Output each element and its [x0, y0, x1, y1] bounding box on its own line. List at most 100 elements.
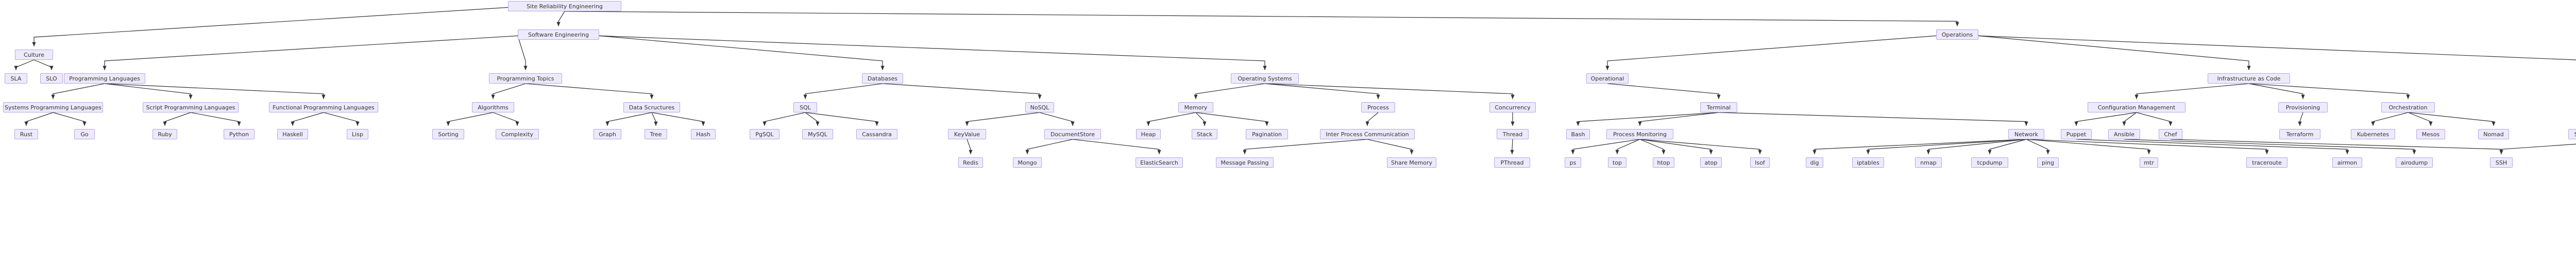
tree-node-ipc[interactable]: Inter Process Communication [1320, 129, 1415, 139]
tree-node-dig[interactable]: dig [1806, 157, 1823, 168]
tree-node-datastruct[interactable]: Data Scructures [623, 102, 680, 112]
tree-node-ping[interactable]: ping [2037, 157, 2059, 168]
tree-node-lisp[interactable]: Lisp [347, 129, 368, 139]
tree-node-kubernetes[interactable]: Kubernetes [2351, 129, 2395, 139]
tree-node-mysql[interactable]: MySQL [802, 129, 833, 139]
tree-node-label: Bash [1571, 131, 1585, 138]
tree-node-python[interactable]: Python [224, 129, 255, 139]
tree-node-tcpdump[interactable]: tcpdump [1971, 157, 2008, 168]
tree-node-nomad[interactable]: Nomad [2478, 129, 2509, 139]
tree-node-lsof[interactable]: lsof [1750, 157, 1770, 168]
tree-node-hash[interactable]: Hash [691, 129, 716, 139]
tree-node-tree[interactable]: Tree [645, 129, 667, 139]
tree-node-pgsql[interactable]: PgSQL [750, 129, 779, 139]
tree-node-pagination[interactable]: Pagination [1246, 129, 1288, 139]
tree-node-concurrency[interactable]: Concurrency [1489, 102, 1536, 112]
tree-node-databases[interactable]: Databases [862, 73, 903, 84]
tree-node-label: Culture [23, 51, 45, 58]
tree-edge-provisioning-to-terraform [2298, 112, 2303, 126]
tree-node-heap[interactable]: Heap [1136, 129, 1161, 139]
tree-node-ansible[interactable]: Ansible [2108, 129, 2140, 139]
tree-node-ps[interactable]: ps [1565, 157, 1581, 168]
tree-node-ruby[interactable]: Ruby [152, 129, 177, 139]
tree-node-sre[interactable]: Site Reliability Engineering [508, 1, 621, 11]
tree-node-progtop[interactable]: Programming Topics [489, 73, 562, 84]
tree-node-swe[interactable]: Software Engineering [518, 29, 599, 40]
tree-edge-os-to-concurrency [1264, 83, 1515, 99]
tree-node-label: Mesos [2421, 131, 2440, 138]
tree-node-slo[interactable]: SLO [40, 73, 63, 84]
tree-node-mongo[interactable]: Mongo [1013, 157, 1042, 168]
tree-node-redis[interactable]: Redis [958, 157, 983, 168]
tree-node-nosql[interactable]: NoSQL [1025, 102, 1054, 112]
tree-node-airodump[interactable]: airodump [2396, 157, 2433, 168]
tree-node-keyvalue[interactable]: KeyValue [948, 129, 986, 139]
tree-node-chef[interactable]: Chef [2159, 129, 2182, 139]
tree-node-nmap[interactable]: nmap [1915, 157, 1942, 168]
tree-node-puppet[interactable]: Puppet [2061, 129, 2092, 139]
tree-node-label: Graph [599, 131, 616, 138]
tree-node-process[interactable]: Process [1361, 102, 1395, 112]
tree-node-ops[interactable]: Operations [1936, 29, 1978, 40]
tree-node-label: atop [1704, 159, 1718, 166]
tree-node-graph[interactable]: Graph [594, 129, 621, 139]
tree-node-sla[interactable]: SLA [5, 73, 27, 84]
tree-edge-sql-to-cassandra [805, 112, 879, 126]
tree-node-haskell[interactable]: Haskell [277, 129, 308, 139]
tree-node-mesos[interactable]: Mesos [2416, 129, 2445, 139]
tree-node-traceroute[interactable]: traceroute [2246, 157, 2287, 168]
tree-node-funcprog[interactable]: Functional Programming Languages [269, 102, 378, 112]
tree-edge-proglang-to-scriptprog [104, 83, 193, 99]
tree-node-label: tcpdump [1977, 159, 2003, 166]
tree-node-label: Databases [867, 75, 898, 82]
tree-node-label: nmap [1920, 159, 1937, 166]
tree-node-go[interactable]: Go [74, 129, 95, 139]
tree-node-orchestration[interactable]: Orchestration [2381, 102, 2435, 112]
tree-node-top[interactable]: top [1608, 157, 1626, 168]
tree-node-msgpass[interactable]: Message Passing [1216, 157, 1274, 168]
tree-node-culture[interactable]: Culture [15, 50, 53, 60]
tree-node-cassandra[interactable]: Cassandra [856, 129, 897, 139]
tree-node-rust[interactable]: Rust [14, 129, 38, 139]
tree-node-complexity[interactable]: Complexity [496, 129, 539, 139]
tree-node-scriptprog[interactable]: Script Programming Languages [143, 102, 239, 112]
tree-node-sysprog[interactable]: Systems Programming Languages [3, 102, 103, 112]
tree-edge-scriptprog-to-ruby [163, 112, 191, 126]
tree-edge-procmon-to-ps [1571, 139, 1640, 154]
tree-node-proglang[interactable]: Programming Languages [64, 73, 145, 84]
tree-node-ssh[interactable]: SSH [2490, 157, 2513, 168]
tree-node-label: Python [229, 131, 249, 138]
tree-node-sorting[interactable]: Sorting [432, 129, 464, 139]
tree-node-airmon[interactable]: airmon [2332, 157, 2362, 168]
tree-node-label: DocumentStore [1050, 131, 1095, 138]
tree-node-terraform[interactable]: Terraform [2279, 129, 2320, 139]
tree-node-thread[interactable]: Thread [1497, 129, 1529, 139]
tree-node-sharemem[interactable]: Share Memory [1387, 157, 1436, 168]
tree-node-atop[interactable]: atop [1700, 157, 1722, 168]
tree-node-label: Redis [963, 159, 978, 166]
tree-node-elastic[interactable]: ElasticSearch [1136, 157, 1183, 168]
tree-node-operational[interactable]: Operational [1586, 73, 1629, 84]
tree-node-stack[interactable]: Stack [1192, 129, 1217, 139]
tree-node-procmon[interactable]: Process Monitoring [1606, 129, 1673, 139]
tree-node-configmgmt[interactable]: Configuration Management [2088, 102, 2185, 112]
tree-node-provisioning[interactable]: Provisioning [2278, 102, 2328, 112]
tree-node-htop[interactable]: htop [1653, 157, 1674, 168]
tree-node-sql[interactable]: SQL [793, 102, 817, 112]
tree-node-mtr[interactable]: mtr [2140, 157, 2158, 168]
tree-node-memory[interactable]: Memory [1178, 102, 1213, 112]
tree-node-bash[interactable]: Bash [1566, 129, 1590, 139]
tree-node-algorithms[interactable]: Algorithms [472, 102, 514, 112]
tree-node-os[interactable]: Operating Systems [1231, 73, 1299, 84]
tree-node-iptables[interactable]: iptables [1852, 157, 1884, 168]
tree-node-label: Nomad [2483, 131, 2504, 138]
tree-node-network[interactable]: Network [2008, 129, 2044, 139]
tree-edge-docstore-to-mongo [1025, 139, 1073, 154]
tree-node-label: Sorting [438, 131, 459, 138]
tree-node-pthread[interactable]: PThread [1494, 157, 1530, 168]
tree-node-docstore[interactable]: DocumentStore [1044, 129, 1101, 139]
tree-node-socket[interactable]: Socket [2568, 129, 2576, 139]
tree-edge-sysprog-to-rust [24, 112, 54, 126]
tree-node-iac[interactable]: Infrastructure as Code [2208, 73, 2290, 84]
tree-node-terminal[interactable]: Terminal [1700, 102, 1737, 112]
